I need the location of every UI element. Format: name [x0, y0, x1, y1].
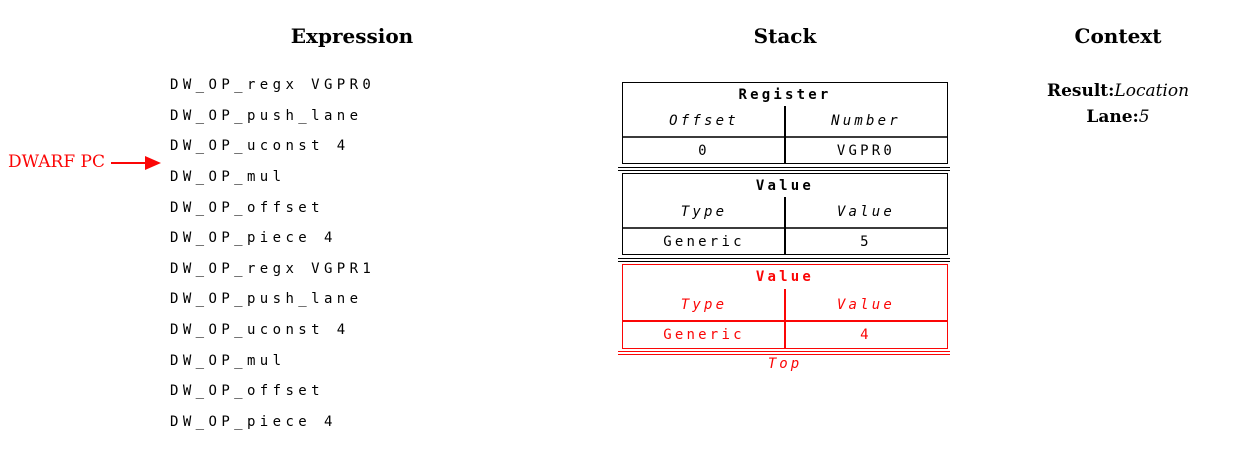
stack-entry-grid: Type Value Generic 5 — [623, 197, 947, 254]
expression-op: DW_OP_offset — [170, 199, 324, 216]
column-header-type: Type — [680, 296, 728, 313]
result-label: Result: — [1046, 81, 1115, 101]
expression-op: DW_OP_offset — [170, 383, 324, 400]
dwarf-pc-arrow-head-icon — [145, 156, 161, 170]
register-number-value: VGPR0 — [836, 142, 896, 159]
stack-entry-value-4-top: Value Type Value Generic 4 — [622, 264, 948, 349]
expression-op: DW_OP_regx VGPR1 — [170, 260, 376, 277]
column-divider — [784, 197, 786, 254]
column-header-value: Value — [836, 204, 896, 220]
expression-op: DW_OP_push_lane — [170, 107, 363, 124]
stack-entry-value-5: Value Type Value Generic 5 — [622, 173, 948, 255]
dwarf-pc-label: DWARF PC — [8, 152, 105, 172]
expression-op: DW_OP_uconst 4 — [170, 138, 350, 155]
column-header-type: Type — [680, 204, 728, 220]
offset-value: 0 — [698, 142, 710, 159]
expression-op-list: DW_OP_regx VGPR0 DW_OP_push_lane DW_OP_u… — [170, 70, 375, 438]
lane-label: Lane: — [1086, 107, 1139, 127]
column-divider — [784, 289, 786, 348]
expression-op: DW_OP_regx VGPR0 — [170, 77, 376, 93]
result-value: Location — [1114, 81, 1190, 101]
type-value: Generic — [663, 233, 745, 250]
column-header-number: Number — [831, 113, 901, 129]
type-value: Generic — [663, 327, 745, 343]
expression-op: DW_OP_piece 4 — [170, 414, 337, 431]
stack-entry-title: Register — [738, 86, 832, 103]
stack-entry-separator — [618, 258, 950, 262]
stack-entry-grid: Type Value Generic 4 — [623, 289, 947, 348]
expression-op: DW_OP_mul — [170, 352, 286, 369]
expression-op: DW_OP_push_lane — [170, 291, 363, 308]
stack-top-separator — [618, 351, 950, 355]
value-value: 5 — [860, 233, 872, 250]
value-value: 4 — [860, 327, 872, 343]
context-lane-row: Lane:5 — [1047, 104, 1189, 130]
dwarf-pc-arrow-line — [111, 162, 146, 164]
context-column-title: Context — [1074, 24, 1162, 48]
expression-op: DW_OP_mul — [170, 168, 286, 185]
stack-entry-title: Value — [755, 177, 815, 194]
column-header-value: Value — [836, 296, 896, 313]
expression-op: DW_OP_piece 4 — [170, 230, 337, 247]
column-divider — [784, 106, 786, 163]
expression-op: DW_OP_uconst 4 — [170, 322, 350, 339]
stack-top-label: Top — [767, 356, 803, 372]
stack-entry-separator — [618, 167, 950, 171]
stack-column-title: Stack — [753, 24, 817, 48]
stack-entry-title: Value — [755, 269, 815, 285]
context-block: Result:Location Lane:5 — [1047, 78, 1189, 130]
expression-column-title: Expression — [290, 24, 414, 48]
stack-entry-grid: Offset Number 0 VGPR0 — [623, 106, 947, 163]
lane-value: 5 — [1138, 107, 1150, 127]
stack-entry-register: Register Offset Number 0 VGPR0 — [622, 82, 948, 164]
context-result-row: Result:Location — [1047, 78, 1189, 104]
column-header-offset: Offset — [669, 113, 739, 129]
